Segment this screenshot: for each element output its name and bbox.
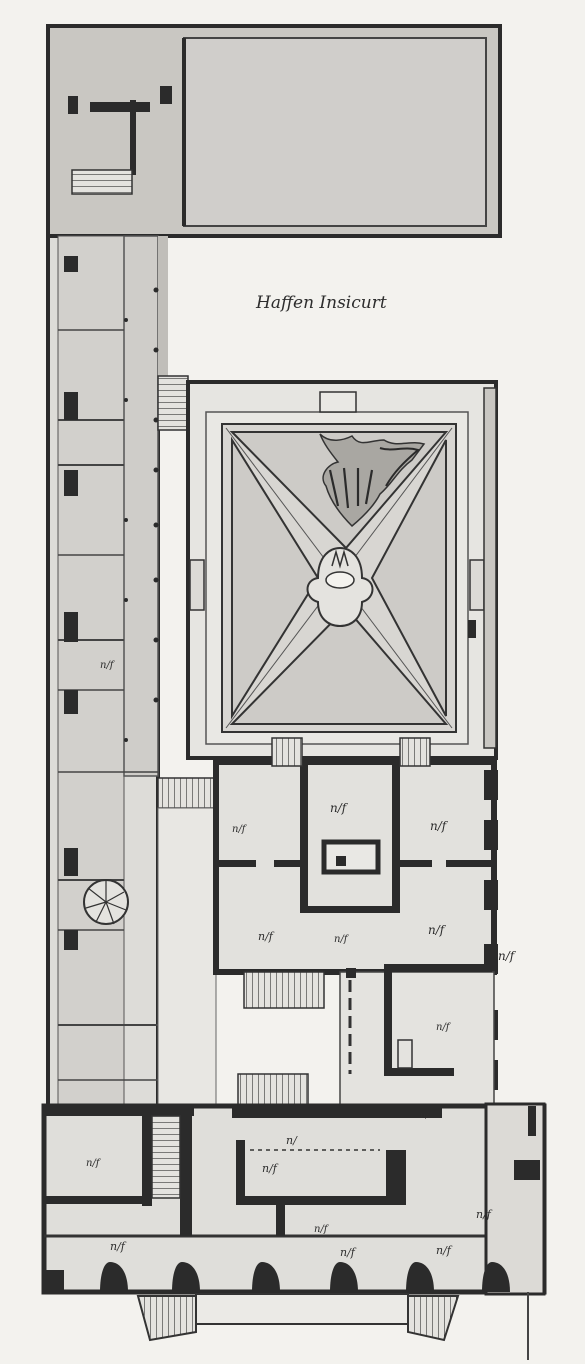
room-label: n/f [428, 923, 447, 937]
garden-parterre [186, 380, 498, 760]
room-label: n/ [420, 1111, 430, 1121]
room-label: n/f [110, 1240, 127, 1253]
main-house-block [213, 737, 498, 1090]
room-label: n/f [436, 1244, 453, 1257]
room-label: n/f [86, 1158, 102, 1169]
staircase-icon [399, 737, 431, 767]
spiral-staircase-icon [83, 879, 129, 925]
room-label: n/f [476, 1208, 493, 1221]
room-label: n/f [314, 1224, 330, 1235]
staircase-icon [237, 1073, 309, 1107]
lower-right-rooms [237, 964, 495, 1107]
room-label: n/f [262, 1162, 279, 1175]
room-label: n/f [232, 824, 248, 835]
room-label: n/f [258, 930, 275, 943]
front-entrance [136, 1293, 460, 1342]
staircase-icon [71, 169, 133, 195]
top-courtyard-block [46, 24, 502, 238]
staircase-icon [271, 737, 303, 767]
staircase-icon [243, 971, 325, 1009]
fountain-icon [306, 546, 374, 628]
staircase-icon [157, 375, 189, 431]
room-label: n/f [430, 819, 449, 833]
room-label: n/f [334, 934, 350, 945]
staircase-icon [157, 777, 217, 809]
room-label: n/ [286, 1134, 298, 1147]
ornament-icon [319, 433, 426, 528]
room-label: n/f [498, 949, 517, 963]
room-label: n/f [100, 660, 116, 671]
room-label: n/f [330, 801, 349, 815]
room-label: n/f [436, 1022, 452, 1033]
annotation-top: Haffen Insicurt [255, 293, 387, 313]
staircase-icon [151, 1115, 181, 1199]
front-building [41, 1102, 547, 1360]
room-label: n/f [340, 1246, 357, 1259]
